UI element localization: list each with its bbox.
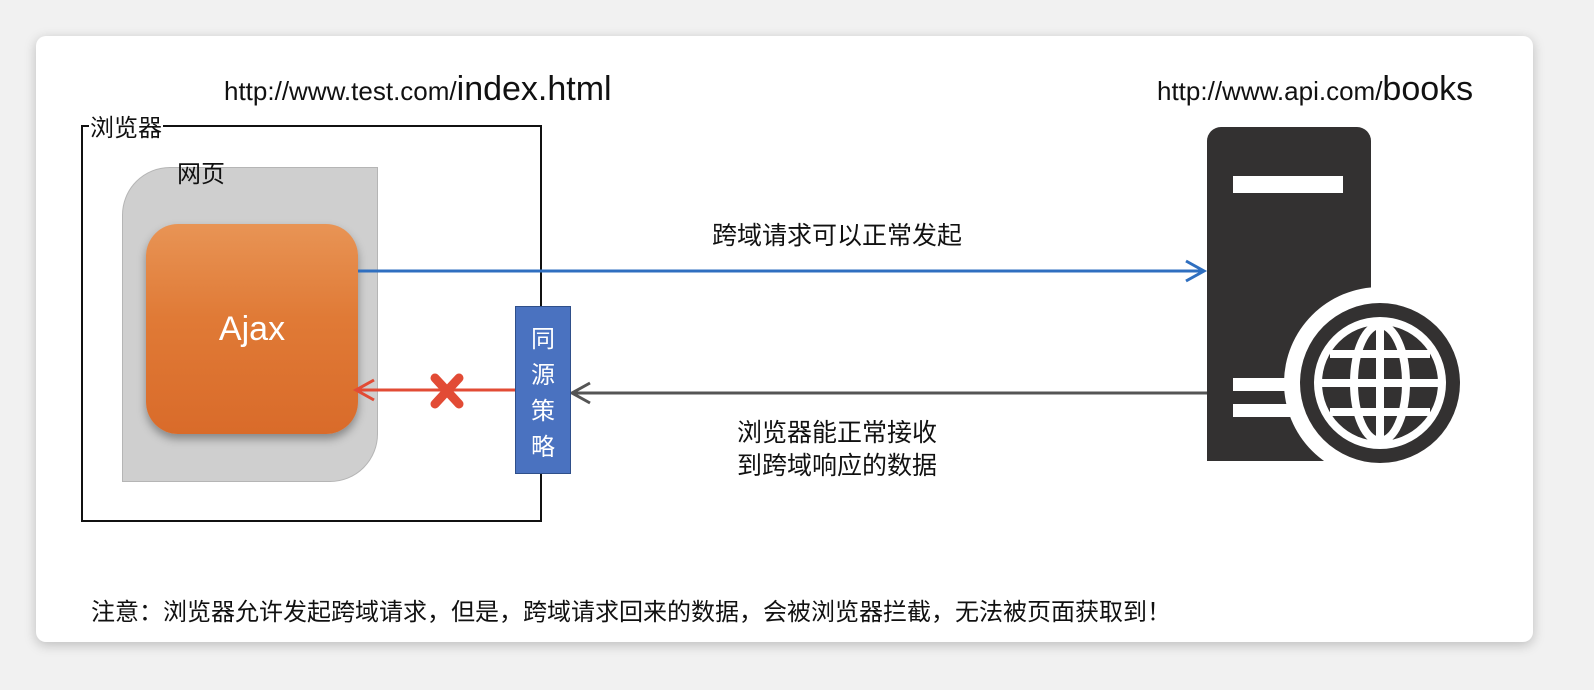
request-arrow [358, 259, 1208, 283]
server-url-base: http://www.api.com/ [1157, 76, 1383, 106]
server-url-path: books [1382, 70, 1474, 108]
response-label-line1: 浏览器能正常接收 [737, 418, 938, 447]
same-origin-policy-box: 同 源 策 略 [515, 306, 571, 474]
note-text: 注意：浏览器允许发起跨域请求，但是，跨域请求回来的数据，会被浏览器拦截，无法被页… [91, 598, 1171, 626]
client-url-path: index.html [456, 70, 612, 108]
ajax-label: Ajax [218, 309, 286, 348]
policy-char-2: 源 [531, 361, 555, 389]
policy-char-1: 同 [531, 325, 555, 353]
response-label-line2: 到跨域响应的数据 [737, 451, 938, 480]
policy-char-3: 策 [531, 397, 555, 425]
policy-char-4: 略 [531, 433, 555, 461]
ajax-box: Ajax [146, 224, 358, 434]
browser-label: 浏览器 [89, 108, 163, 143]
response-arrow [568, 381, 1207, 405]
client-url-base: http://www.test.com/ [224, 76, 457, 106]
globe-icon [1284, 287, 1476, 479]
webpage-label: 网页 [177, 160, 225, 188]
request-label: 跨域请求可以正常发起 [712, 221, 963, 250]
blocked-arrow [352, 378, 515, 402]
blocked-x-icon [430, 373, 464, 409]
server-url: http://www.api.com/books [1157, 70, 1473, 109]
client-url: http://www.test.com/index.html [224, 70, 612, 109]
